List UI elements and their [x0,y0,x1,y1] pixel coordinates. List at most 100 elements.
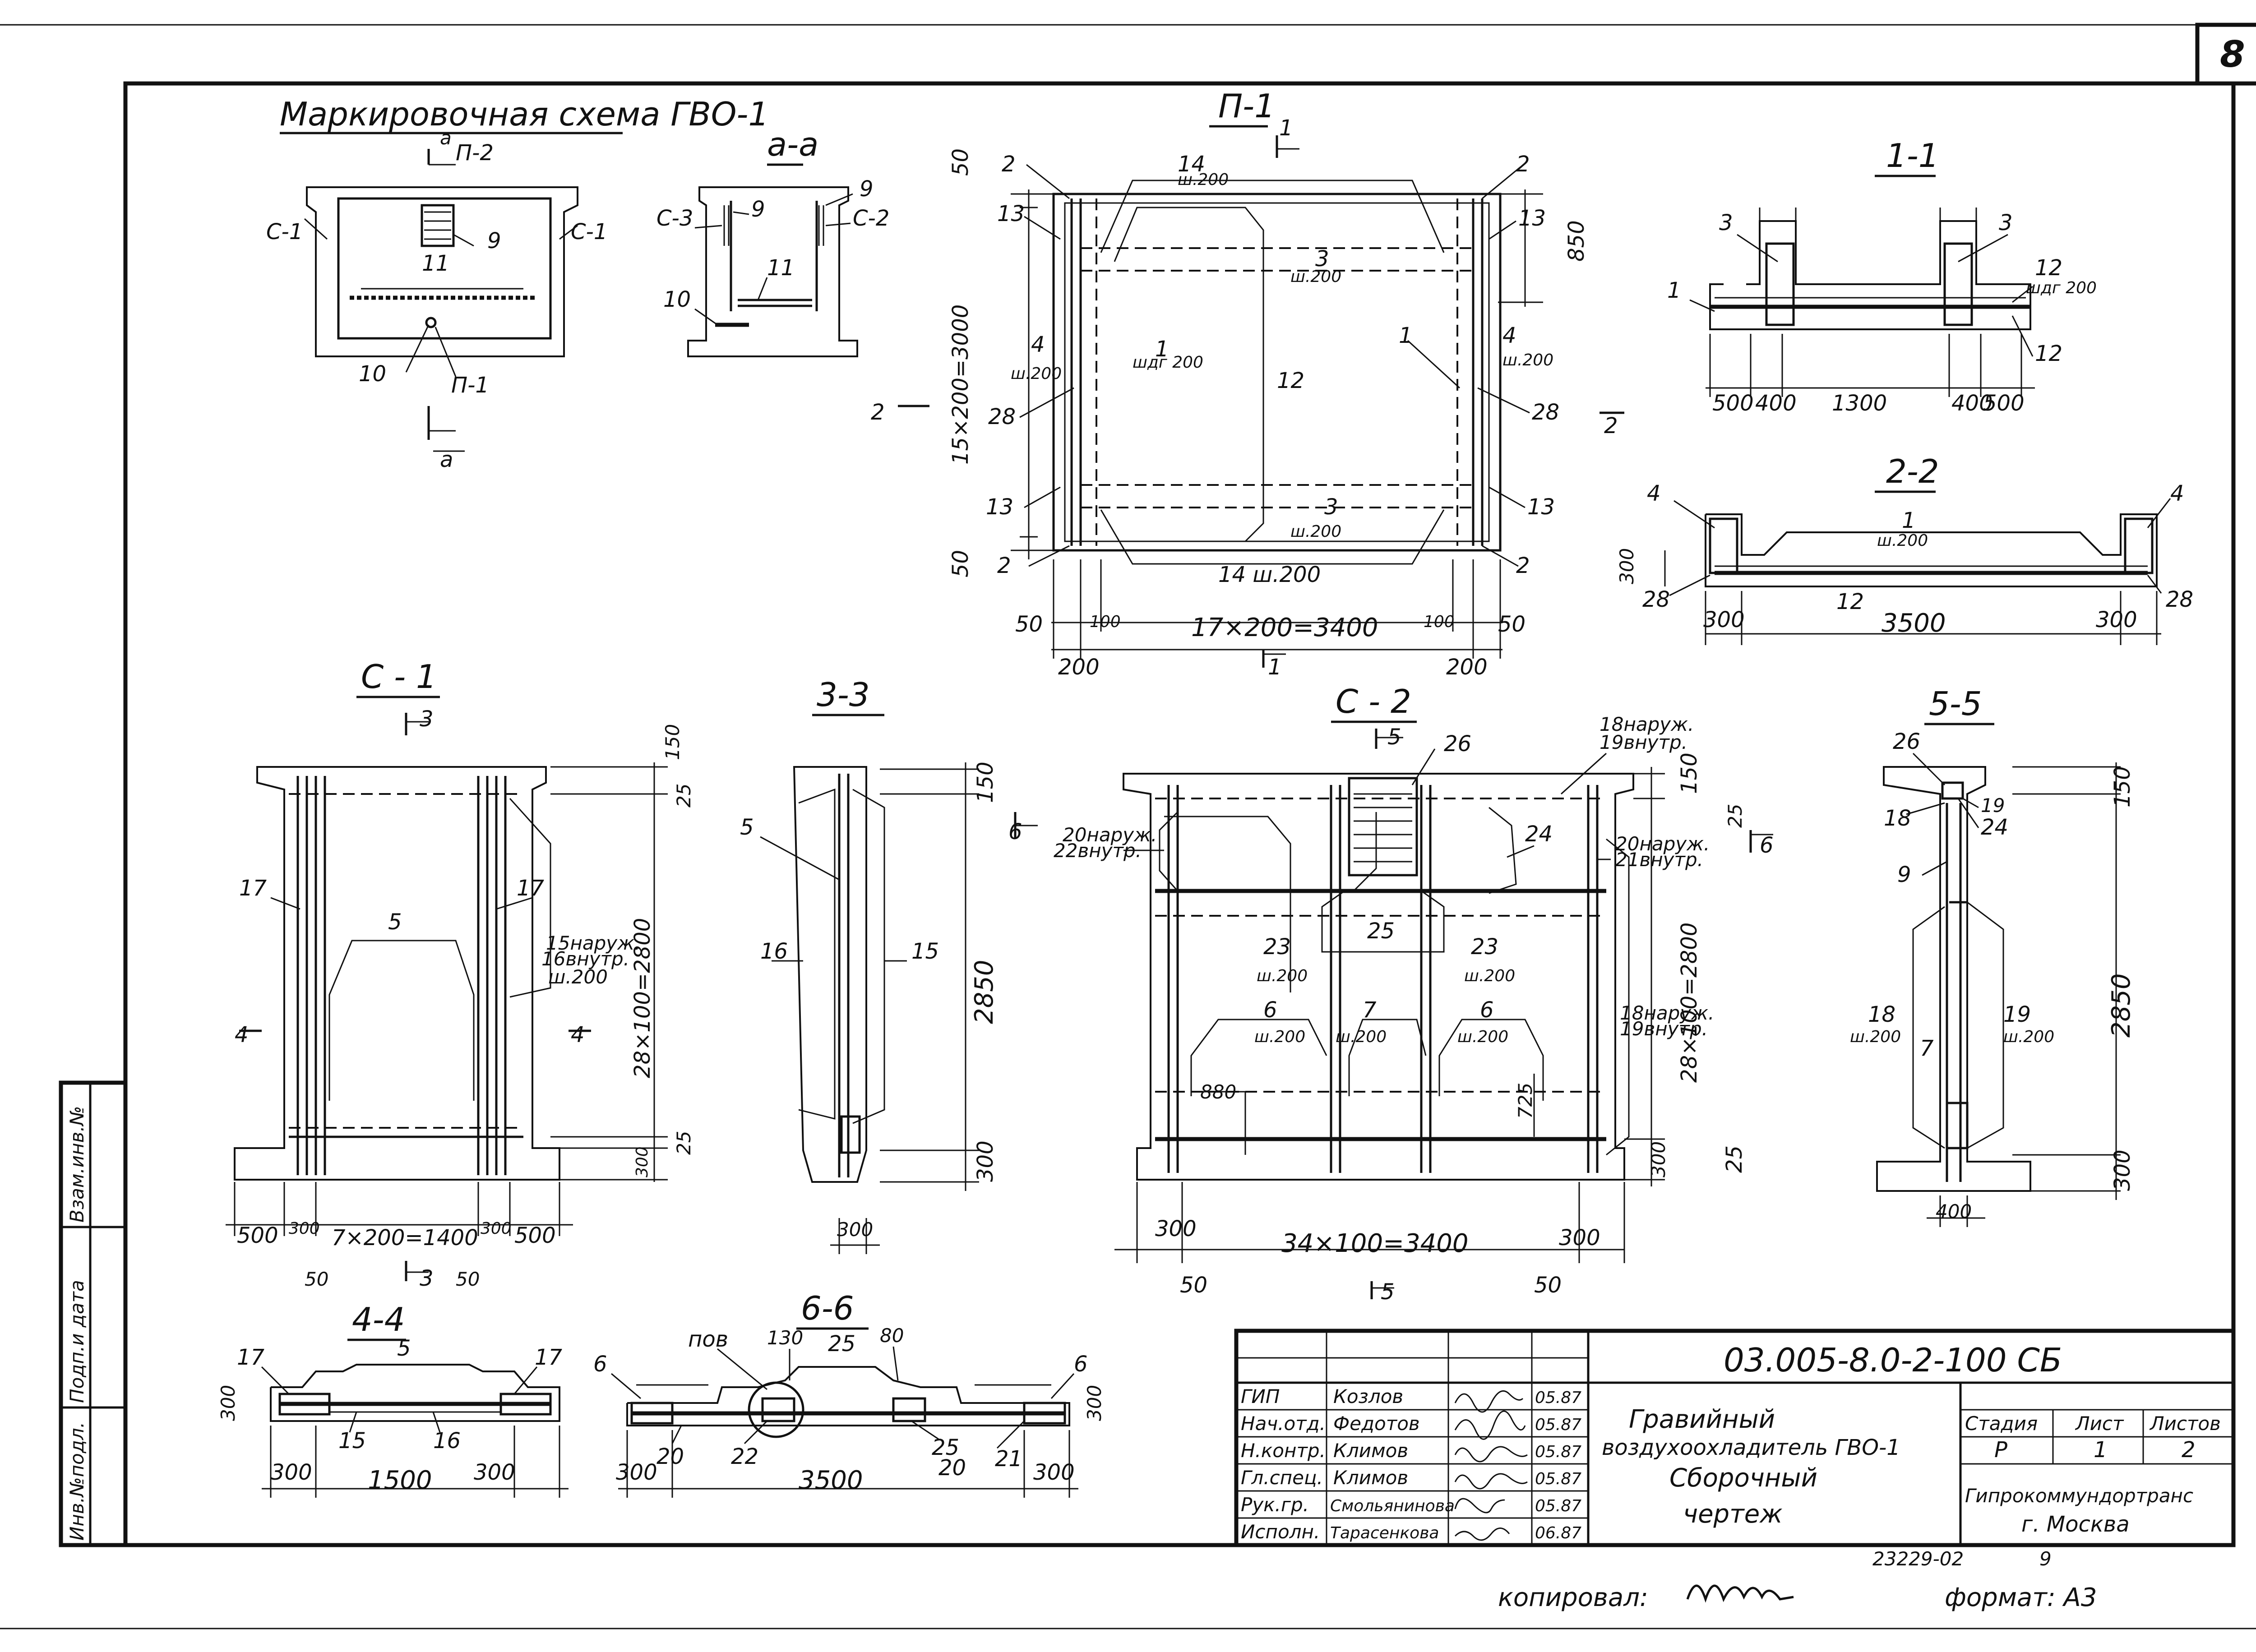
svg-text:5: 5 [1381,1279,1395,1305]
svg-text:Козлов: Козлов [1333,1385,1403,1407]
sheet-number-box [2195,23,2256,86]
svg-text:С-1: С-1 [266,219,303,245]
svg-text:3: 3 [1324,494,1338,520]
svg-text:100: 100 [1090,613,1121,631]
svg-text:1: 1 [1279,115,1293,141]
svg-text:П-2: П-2 [456,140,494,166]
svg-text:25: 25 [1722,1145,1747,1173]
svg-text:6: 6 [1480,997,1494,1023]
view-title: 1-1 [1886,137,1939,175]
svg-text:Смольянинова: Смольянинова [1330,1497,1455,1515]
doc-name-line4: чертеж [1683,1500,1783,1529]
svg-text:25: 25 [673,1131,695,1155]
svg-text:12: 12 [1277,368,1304,393]
svg-text:725: 725 [1514,1083,1536,1119]
svg-text:16: 16 [433,1428,461,1454]
svg-text:12: 12 [1836,589,1864,614]
svg-text:18наруж.: 18наруж. [1600,713,1694,735]
svg-text:500: 500 [1712,391,1754,416]
svg-text:Листов: Листов [2149,1412,2221,1435]
svg-text:17×200=3400: 17×200=3400 [1191,613,1378,642]
svg-text:50: 50 [1015,612,1043,637]
svg-text:4: 4 [235,1022,249,1047]
svg-text:4: 4 [1031,332,1045,357]
svg-text:300: 300 [1155,1216,1197,1241]
view-title: С - 2 [1336,683,1411,720]
svg-text:Тарасенкова: Тарасенкова [1330,1524,1439,1542]
view-title: С - 1 [361,658,437,696]
svg-text:300: 300 [1703,607,1745,632]
svg-text:3: 3 [1719,210,1733,235]
svg-text:2: 2 [871,400,885,425]
svg-text:2850: 2850 [970,960,999,1024]
svg-text:шдг 200: шдг 200 [2026,279,2097,297]
svg-text:25: 25 [673,784,695,808]
svg-text:2: 2 [997,553,1011,578]
svg-text:880: 880 [1200,1081,1236,1103]
svg-text:26: 26 [1444,731,1471,757]
svg-text:4: 4 [1502,323,1516,348]
svg-text:11: 11 [422,251,449,276]
svg-text:Климов: Климов [1333,1467,1408,1489]
svg-text:17: 17 [237,1345,265,1370]
svg-text:шдг 200: шдг 200 [1133,353,1203,372]
svg-text:28: 28 [1532,400,1559,425]
side-stamp: Инв.№подл. Подп.и дата Взам.инв.№ [59,1080,128,1547]
svg-text:300: 300 [474,1460,515,1485]
svg-text:28: 28 [988,404,1016,429]
view-marking-scheme: Маркировочная схема ГВО-1 а П-2 С-1 С-1 … [266,95,769,472]
svg-text:6: 6 [1008,819,1022,844]
svg-text:1: 1 [1667,278,1681,303]
svg-text:5: 5 [1387,724,1401,750]
svg-text:17: 17 [239,876,267,901]
svg-text:4: 4 [571,1022,585,1047]
doc-name-line3: Сборочный [1669,1463,1817,1493]
svg-text:20: 20 [656,1444,684,1469]
svg-text:15: 15 [911,939,939,964]
svg-text:С-2: С-2 [853,206,889,231]
svg-text:25: 25 [932,1435,959,1460]
svg-text:2: 2 [2182,1437,2196,1463]
svg-text:20: 20 [938,1455,966,1481]
svg-text:5: 5 [740,815,754,840]
svg-text:С-3: С-3 [656,206,693,231]
view-title: 4-4 [352,1301,405,1338]
svg-text:ш.200: ш.200 [1464,967,1515,985]
svg-text:400: 400 [1951,391,1993,416]
svg-text:300: 300 [1647,1141,1669,1177]
svg-text:22: 22 [731,1444,758,1469]
svg-text:3500: 3500 [799,1466,863,1495]
svg-text:10: 10 [359,361,386,387]
svg-text:50: 50 [1180,1273,1207,1298]
svg-text:Стадия: Стадия [1965,1412,2038,1435]
svg-text:4: 4 [2170,481,2184,506]
svg-text:6: 6 [1074,1352,1088,1377]
svg-text:19: 19 [1981,794,2005,817]
svg-text:100: 100 [1424,613,1455,631]
svg-text:50: 50 [305,1268,328,1290]
svg-text:ГИП: ГИП [1241,1385,1280,1407]
view-title: 5-5 [1929,685,1982,723]
svg-text:11: 11 [767,255,795,281]
view-title: 6-6 [801,1289,854,1327]
svg-text:Рук.гр.: Рук.гр. [1241,1494,1309,1516]
svg-text:28: 28 [1642,587,1670,612]
svg-text:9: 9 [860,176,874,202]
svg-text:3: 3 [1315,246,1329,272]
svg-text:ш.200: ш.200 [1011,365,1062,383]
svg-text:Климов: Климов [1333,1440,1408,1462]
svg-text:7: 7 [1920,1036,1934,1061]
svg-text:С-1: С-1 [571,219,607,245]
format-label: формат: А3 [1945,1583,2097,1612]
svg-text:150: 150 [661,724,684,760]
org-name: Гипрокоммундортранс [1965,1485,2193,1507]
svg-text:21внутр.: 21внутр. [1615,849,1703,871]
svg-text:3: 3 [1999,210,2013,235]
view-title: 2-2 [1886,452,1939,490]
title-block: 03.005-8.0-2-100 СБ Гравийный воздухоохл… [1234,1329,2236,1547]
svg-text:300: 300 [616,1460,657,1485]
svg-text:Нач.отд.: Нач.отд. [1241,1412,1326,1435]
archive-sheet: 9 [2039,1548,2052,1570]
svg-text:25: 25 [1724,804,1746,828]
svg-text:17: 17 [535,1345,563,1370]
